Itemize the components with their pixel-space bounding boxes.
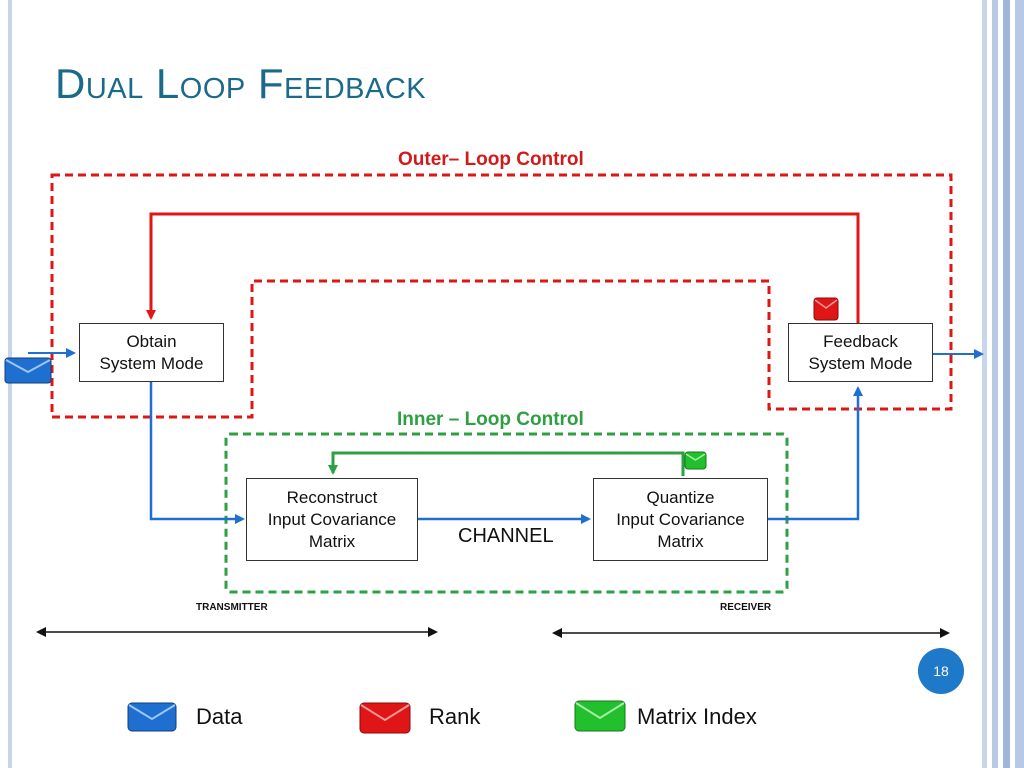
reconstruct-matrix-box: Reconstruct Input Covariance Matrix: [246, 478, 418, 561]
legend-matrix-index-icon: [574, 700, 626, 732]
left-frame-border: [8, 0, 12, 768]
legend-data-label: Data: [196, 704, 243, 729]
feedback-system-mode-box: Feedback System Mode: [788, 323, 933, 382]
legend-matrix-index-label: Matrix Index: [637, 704, 757, 729]
outer-loop-region: [50, 173, 953, 419]
inner-loop-label: Inner – Loop Control: [397, 409, 584, 430]
red-envelope-icon: [813, 297, 839, 321]
quantize-to-feedback-arrow: [768, 386, 863, 521]
quantize-matrix-box: Quantize Input Covariance Matrix: [593, 478, 768, 561]
inner-loop-region: [224, 432, 789, 594]
outer-loop-label: Outer– Loop Control: [398, 149, 584, 170]
obtain-system-mode-box: Obtain System Mode: [79, 323, 224, 382]
page-number-badge: 18: [918, 648, 964, 694]
slide-title: Dual Loop Feedback: [55, 60, 427, 107]
receiver-label: RECEIVER: [720, 602, 772, 613]
transmitter-label: TRANSMITTER: [196, 602, 268, 613]
green-envelope-icon: [684, 451, 707, 470]
legend-data-icon: [127, 702, 177, 732]
legend-rank-icon: [359, 702, 411, 734]
channel-label: CHANNEL: [458, 525, 554, 547]
legend-rank-label: Rank: [429, 704, 481, 729]
blue-envelope-icon: [4, 357, 52, 384]
outer-feedback-arrow: [146, 212, 860, 323]
data-to-reconstruct-arrow: [149, 382, 245, 524]
inner-feedback-arrow: [328, 451, 685, 476]
right-decorative-stripes: [978, 0, 1024, 768]
